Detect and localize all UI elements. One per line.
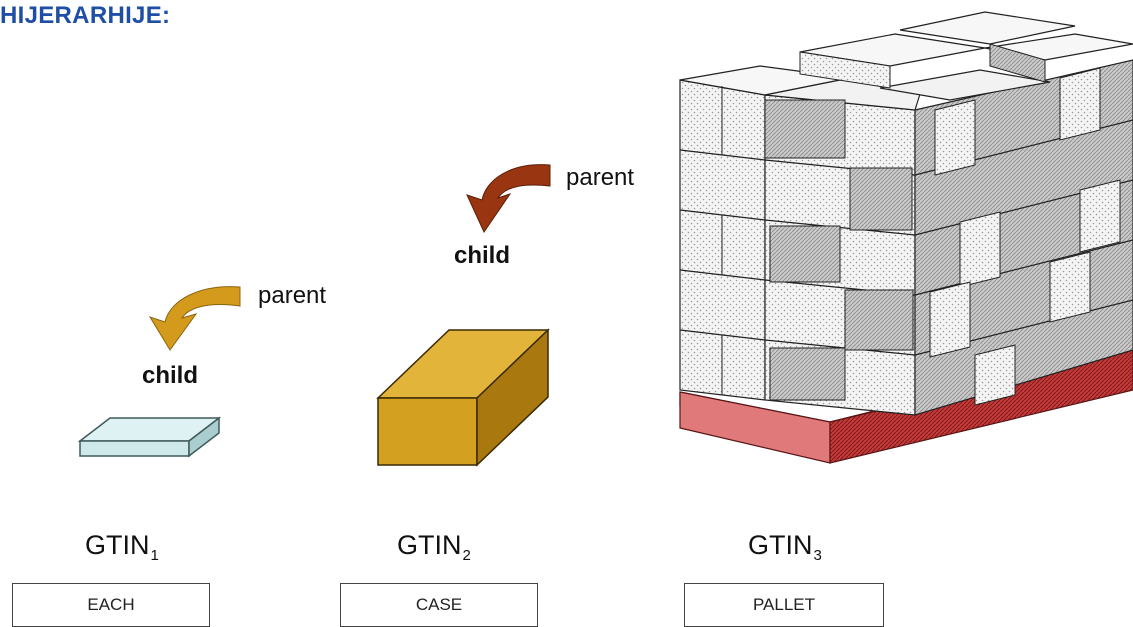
each-level-box: EACH: [12, 583, 210, 627]
gtin-1-main: GTIN: [85, 530, 150, 560]
gtin-1-label: GTIN1: [85, 530, 159, 564]
parent-label-2: parent: [566, 164, 635, 191]
gtin-3-sub: 3: [813, 547, 822, 564]
case-level-box: CASE: [340, 583, 538, 627]
case-item-illustration: [376, 328, 550, 467]
gtin-2-sub: 2: [462, 547, 471, 564]
gtin-1-sub: 1: [150, 547, 159, 564]
gtin-2-main: GTIN: [397, 530, 462, 560]
child-arrow-icon-2: [466, 164, 551, 234]
child-arrow-icon: [148, 286, 241, 351]
gtin-3-main: GTIN: [748, 530, 813, 560]
child-label: child: [142, 362, 199, 389]
pallet-level-box: PALLET: [684, 583, 884, 627]
gtin-2-label: GTIN2: [397, 530, 471, 564]
page-title: HIJERARHIJE:: [0, 2, 171, 29]
parent-label: parent: [258, 282, 327, 309]
gtin-3-label: GTIN3: [748, 530, 822, 564]
child-label-2: child: [454, 242, 511, 269]
each-item-illustration: [77, 416, 222, 458]
pallet-illustration: [679, 11, 1133, 464]
